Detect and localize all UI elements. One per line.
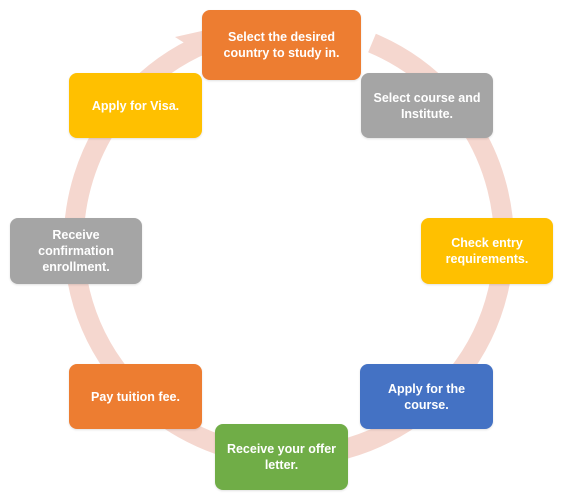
step-apply-course: Apply for the course. [360,364,493,429]
step-apply-visa: Apply for Visa. [69,73,202,138]
step-receive-confirmation: Receive confirmation enrollment. [10,218,142,284]
step-select-course-label: Select course and Institute. [373,90,481,121]
step-receive-offer-label: Receive your offer letter. [226,442,337,472]
step-select-country-label: Select the desired country to study in. [223,30,340,60]
step-receive-confirmation-label: Receive confirmation enrollment. [38,228,114,274]
step-check-entry: Check entry requirements. [421,218,553,284]
step-receive-offer: Receive your offer letter. [215,424,348,490]
step-select-country: Select the desired country to study in. [202,10,361,80]
step-pay-tuition-label: Pay tuition fee. [91,389,180,404]
step-apply-course-label: Apply for the course. [387,381,466,412]
step-apply-visa-label: Apply for Visa. [91,98,180,113]
step-pay-tuition: Pay tuition fee. [69,364,202,429]
step-check-entry-label: Check entry requirements. [445,236,529,266]
step-select-course: Select course and Institute. [361,73,493,138]
